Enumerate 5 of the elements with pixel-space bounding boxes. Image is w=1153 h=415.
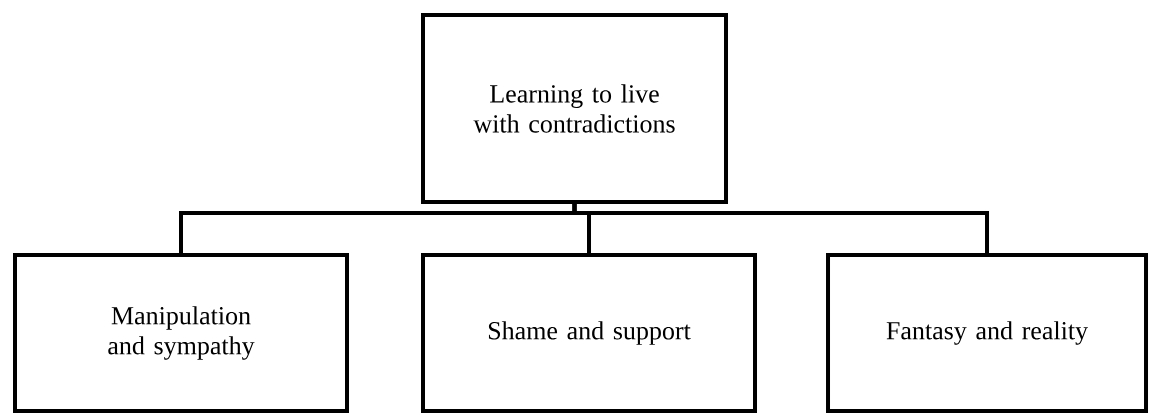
connector-line (572, 204, 989, 253)
box: Manipulation and sympathy (13, 253, 349, 413)
box: Fantasy and reality (826, 253, 1148, 413)
box: Learning to live with contradictions (421, 13, 728, 204)
box: Shame and support (421, 253, 757, 413)
